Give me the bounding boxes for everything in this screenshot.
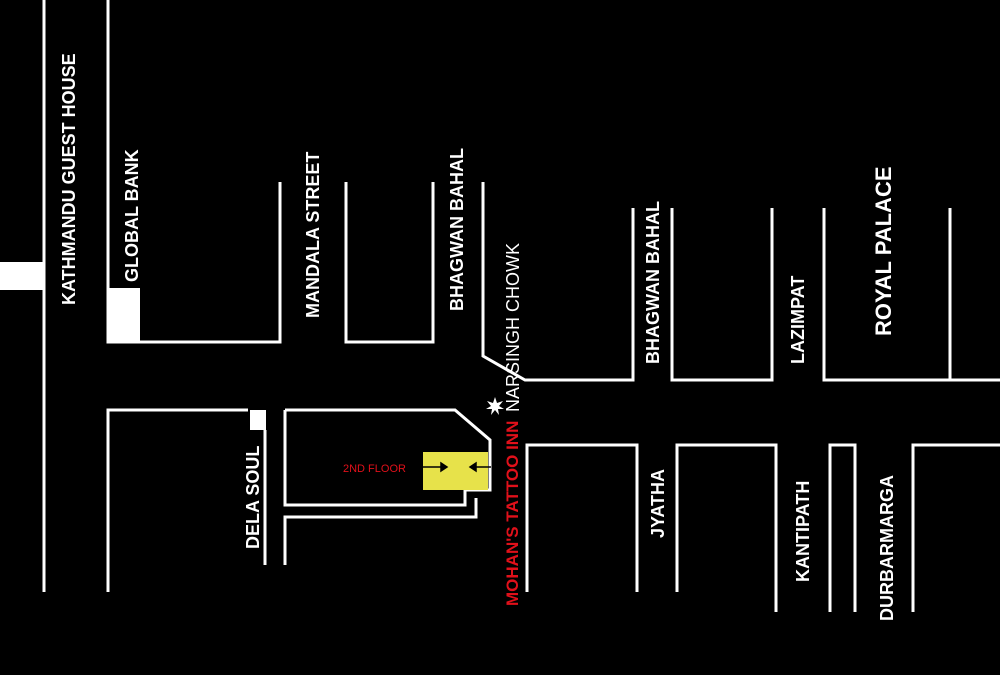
dela-soul-marker <box>250 410 266 430</box>
label-bhagwan-bahal-1: BHAGWAN BAHAL <box>447 148 467 311</box>
label-durbarmarga: DURBARMARGA <box>877 475 897 621</box>
block-narsingh <box>481 182 635 382</box>
block-dela-soul-left <box>106 408 248 592</box>
block-global-bank <box>106 0 282 344</box>
global-bank-marker <box>108 288 140 342</box>
block-jyatha <box>675 443 778 612</box>
block-mohans <box>525 443 639 592</box>
label-lazimpat: LAZIMPAT <box>788 276 808 364</box>
guest-house-marker <box>0 262 44 290</box>
block-durbarmarga <box>911 443 1000 612</box>
tattoo-inn-highlight <box>423 452 488 490</box>
block-center-lower <box>283 498 478 565</box>
block-mandala <box>344 182 435 344</box>
label-second-floor: 2ND FLOOR <box>343 463 406 475</box>
block-bhagwan-bahal <box>670 208 774 382</box>
label-global-bank: GLOBAL BANK <box>122 149 142 282</box>
label-dela-soul: DELA SOUL <box>243 446 263 549</box>
label-mandala-street: MANDALA STREET <box>303 152 323 318</box>
block-kantipath <box>828 443 857 612</box>
block-lazimpat <box>822 208 952 382</box>
label-mohans-tattoo-inn: MOHAN'S TATTOO INN <box>503 421 522 606</box>
label-narsingh-chowk: NARSINGH CHOWK <box>503 243 523 412</box>
label-royal-palace: ROYAL PALACE <box>871 166 896 336</box>
road-lines <box>42 0 1000 612</box>
arrow-right-icon <box>423 461 449 473</box>
label-kathmandu-guest-house: KATHMANDU GUEST HOUSE <box>59 53 79 305</box>
star-burst-icon <box>486 397 504 415</box>
label-jyatha: JYATHA <box>648 469 668 538</box>
label-kantipath: KANTIPATH <box>793 481 813 582</box>
arrow-left-icon <box>468 461 491 473</box>
label-bhagwan-bahal-2: BHAGWAN BAHAL <box>643 201 663 364</box>
